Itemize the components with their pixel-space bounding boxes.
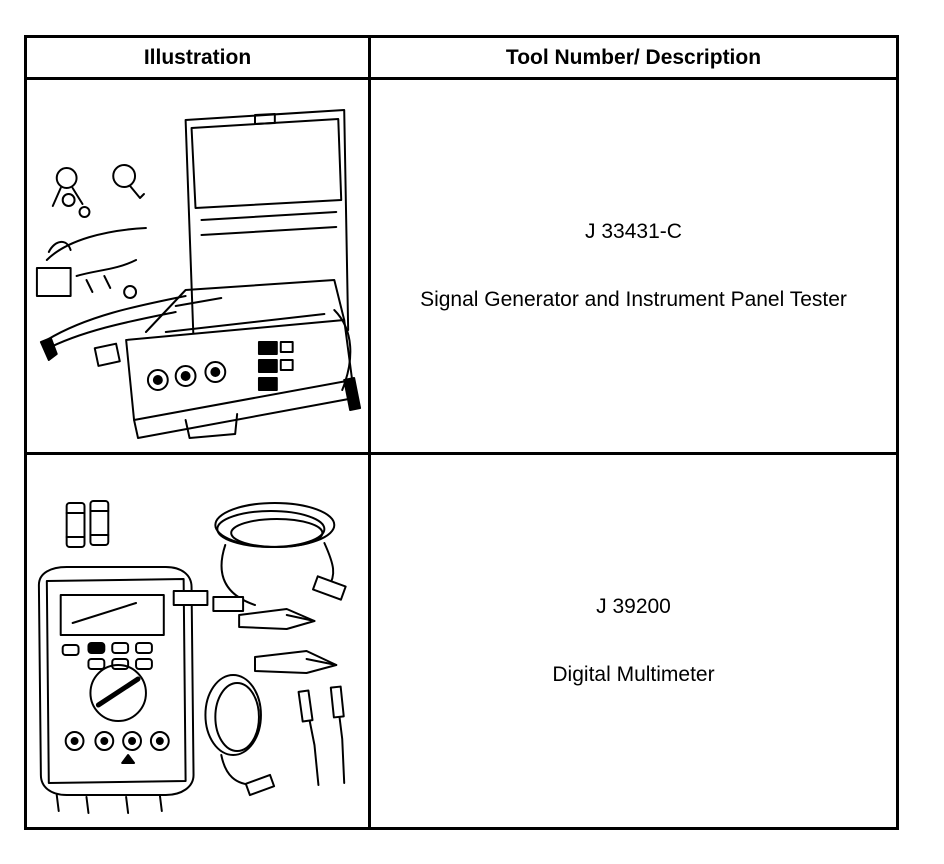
illustration-cell — [24, 77, 371, 455]
description-cell: J 33431-C Signal Generator and Instrumen… — [368, 77, 899, 455]
illustration-cell — [24, 452, 371, 830]
tool-description: Signal Generator and Instrument Panel Te… — [420, 288, 847, 311]
table-header-row: Illustration Tool Number/ Description — [24, 35, 899, 80]
table-row: J 39200 Digital Multimeter — [24, 452, 899, 830]
header-illustration: Illustration — [24, 35, 371, 80]
tool-number: J 39200 — [596, 595, 671, 618]
table-row: J 33431-C Signal Generator and Instrumen… — [24, 77, 899, 455]
tool-description: Digital Multimeter — [552, 663, 715, 686]
digital-multimeter-icon — [37, 500, 347, 814]
tool-number: J 33431-C — [585, 220, 682, 243]
signal-generator-tester-icon — [35, 109, 362, 439]
header-tool-description: Tool Number/ Description — [368, 35, 899, 80]
special-tools-table: Illustration Tool Number/ Description — [24, 35, 899, 830]
description-cell: J 39200 Digital Multimeter — [368, 452, 899, 830]
